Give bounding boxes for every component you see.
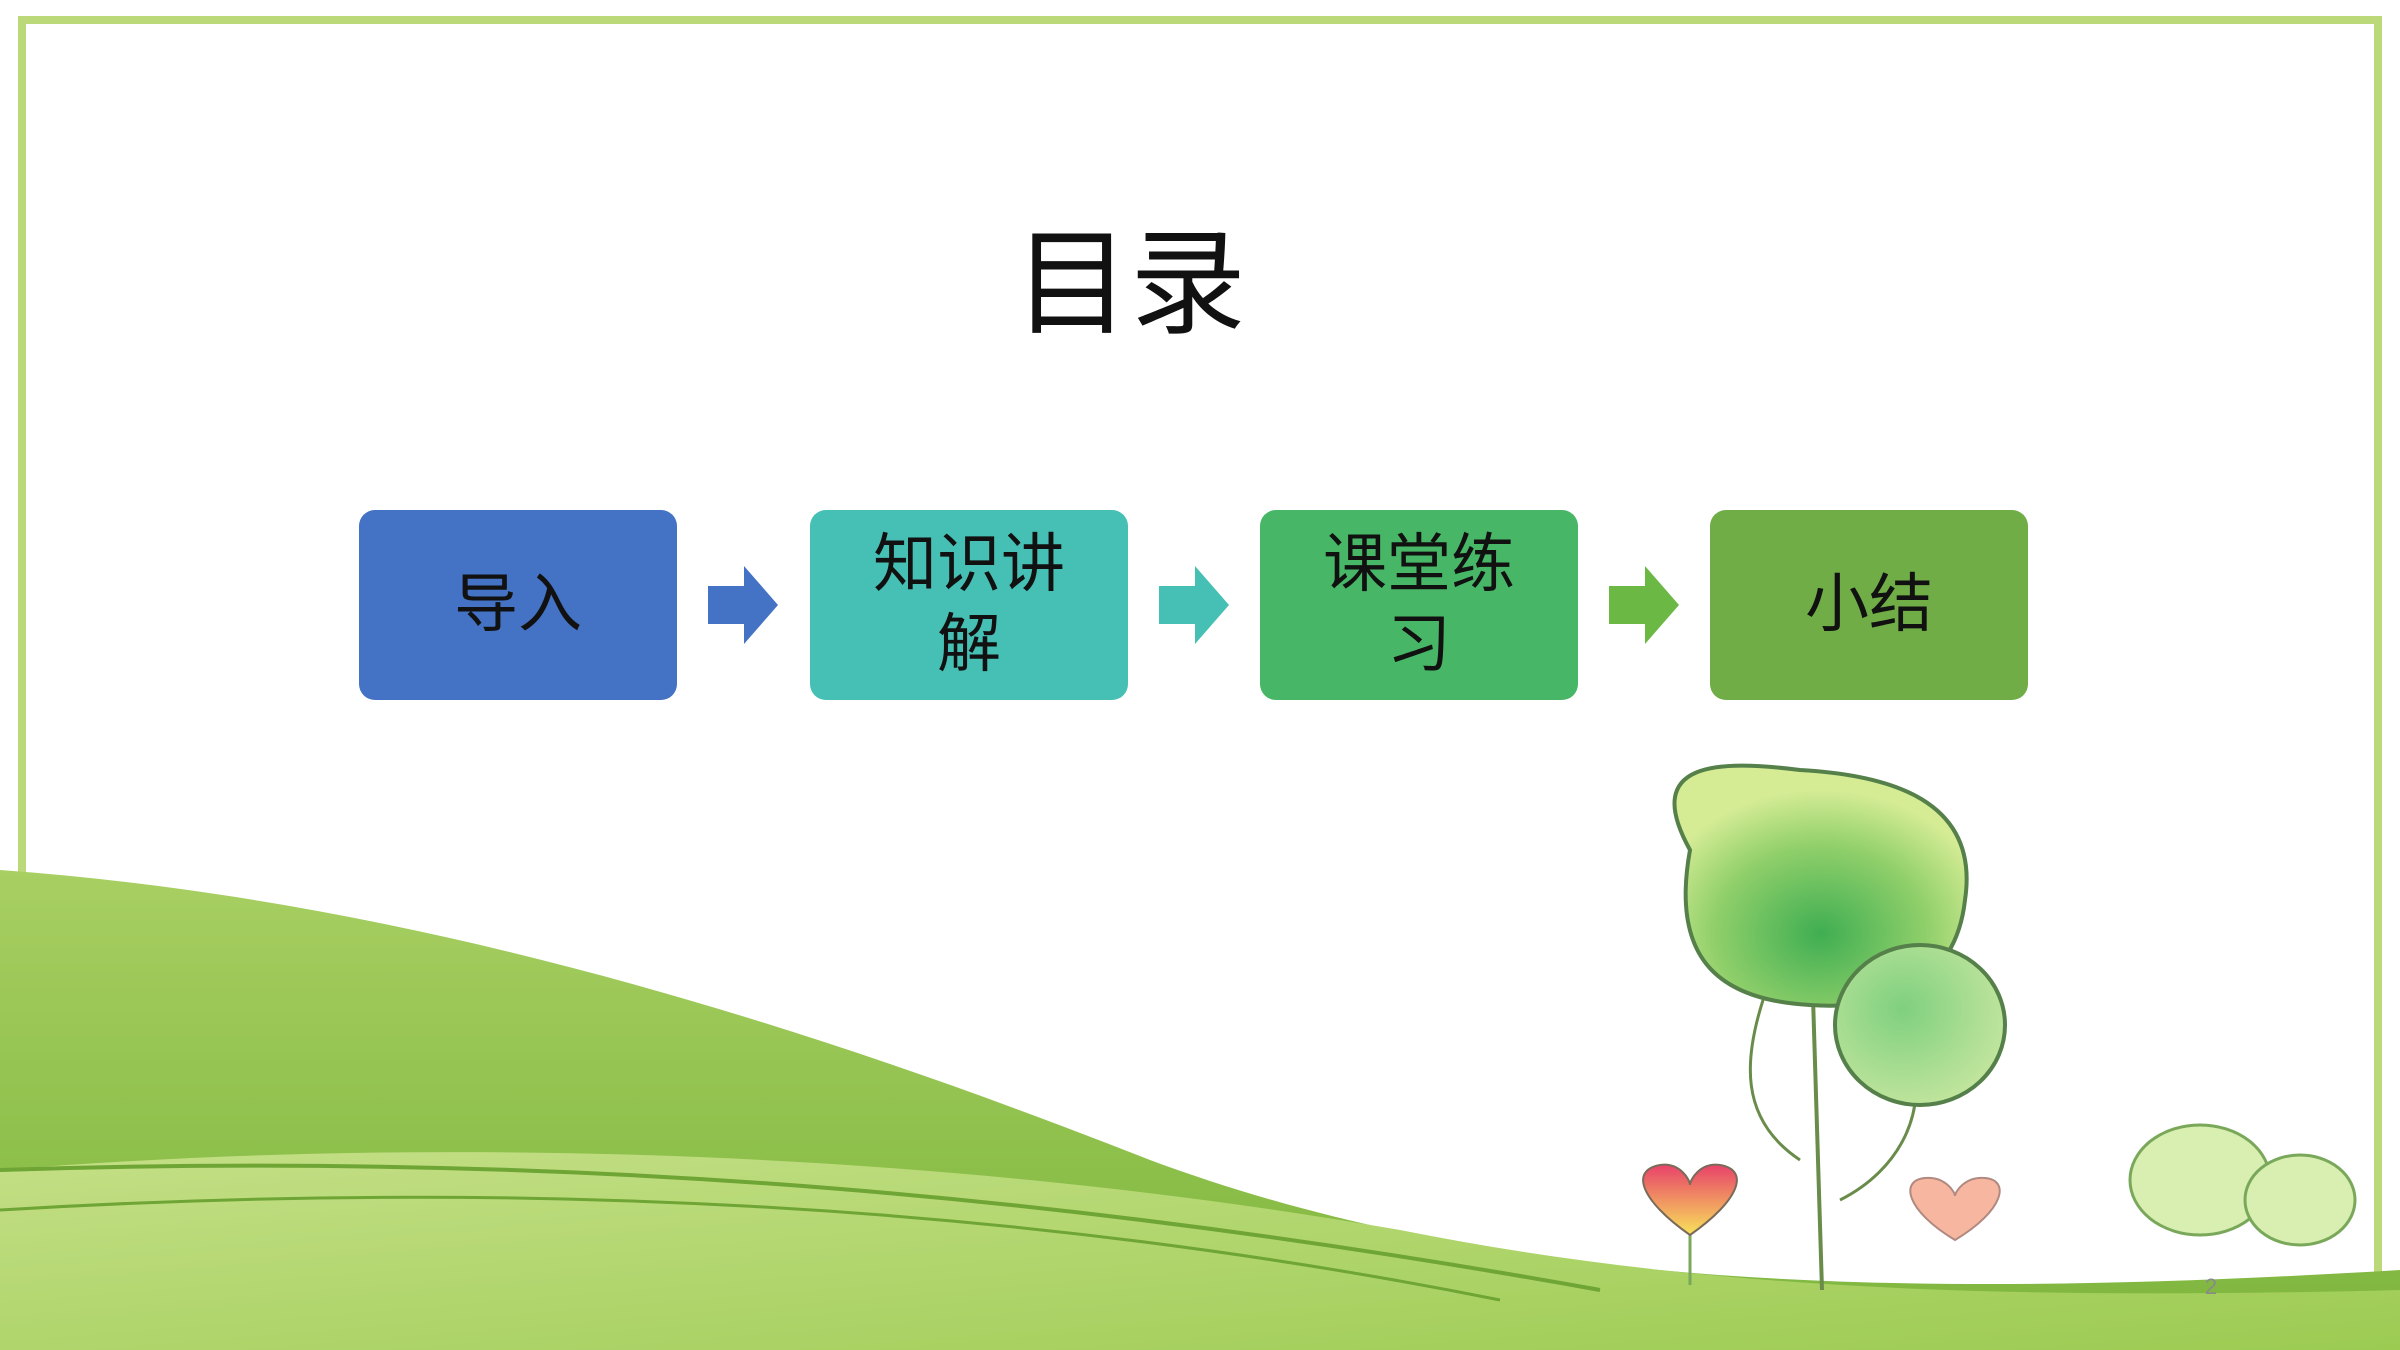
tree-branch	[1748, 979, 1801, 1162]
step-intro[interactable]: 导入	[359, 510, 677, 700]
bush-icon	[2243, 1153, 2357, 1247]
step-label: 课堂练习	[1323, 528, 1515, 682]
hill-line	[0, 1163, 1601, 1292]
step-label: 导入	[454, 568, 582, 642]
page-number: 2	[2204, 1274, 2218, 1299]
step-label: 知识讲解	[873, 528, 1065, 682]
tree-crown-small-icon	[1833, 943, 2007, 1107]
arrow-right-icon	[708, 566, 778, 644]
heart-flower-icon	[1909, 1176, 2001, 1242]
step-knowledge[interactable]: 知识讲解	[810, 510, 1128, 700]
hill-front	[0, 1152, 2400, 1350]
step-summary[interactable]: 小结	[1710, 510, 2028, 700]
hill-line	[0, 1195, 1501, 1302]
step-practice[interactable]: 课堂练习	[1260, 510, 1578, 700]
slide-title: 目录	[1014, 217, 1246, 352]
arrow-right-icon	[1159, 566, 1229, 644]
heart-flower-icon	[1642, 1163, 1738, 1237]
tree-crown-icon	[1672, 763, 1969, 1008]
arrow-right-icon	[1609, 566, 1679, 644]
step-label: 小结	[1805, 568, 1933, 642]
